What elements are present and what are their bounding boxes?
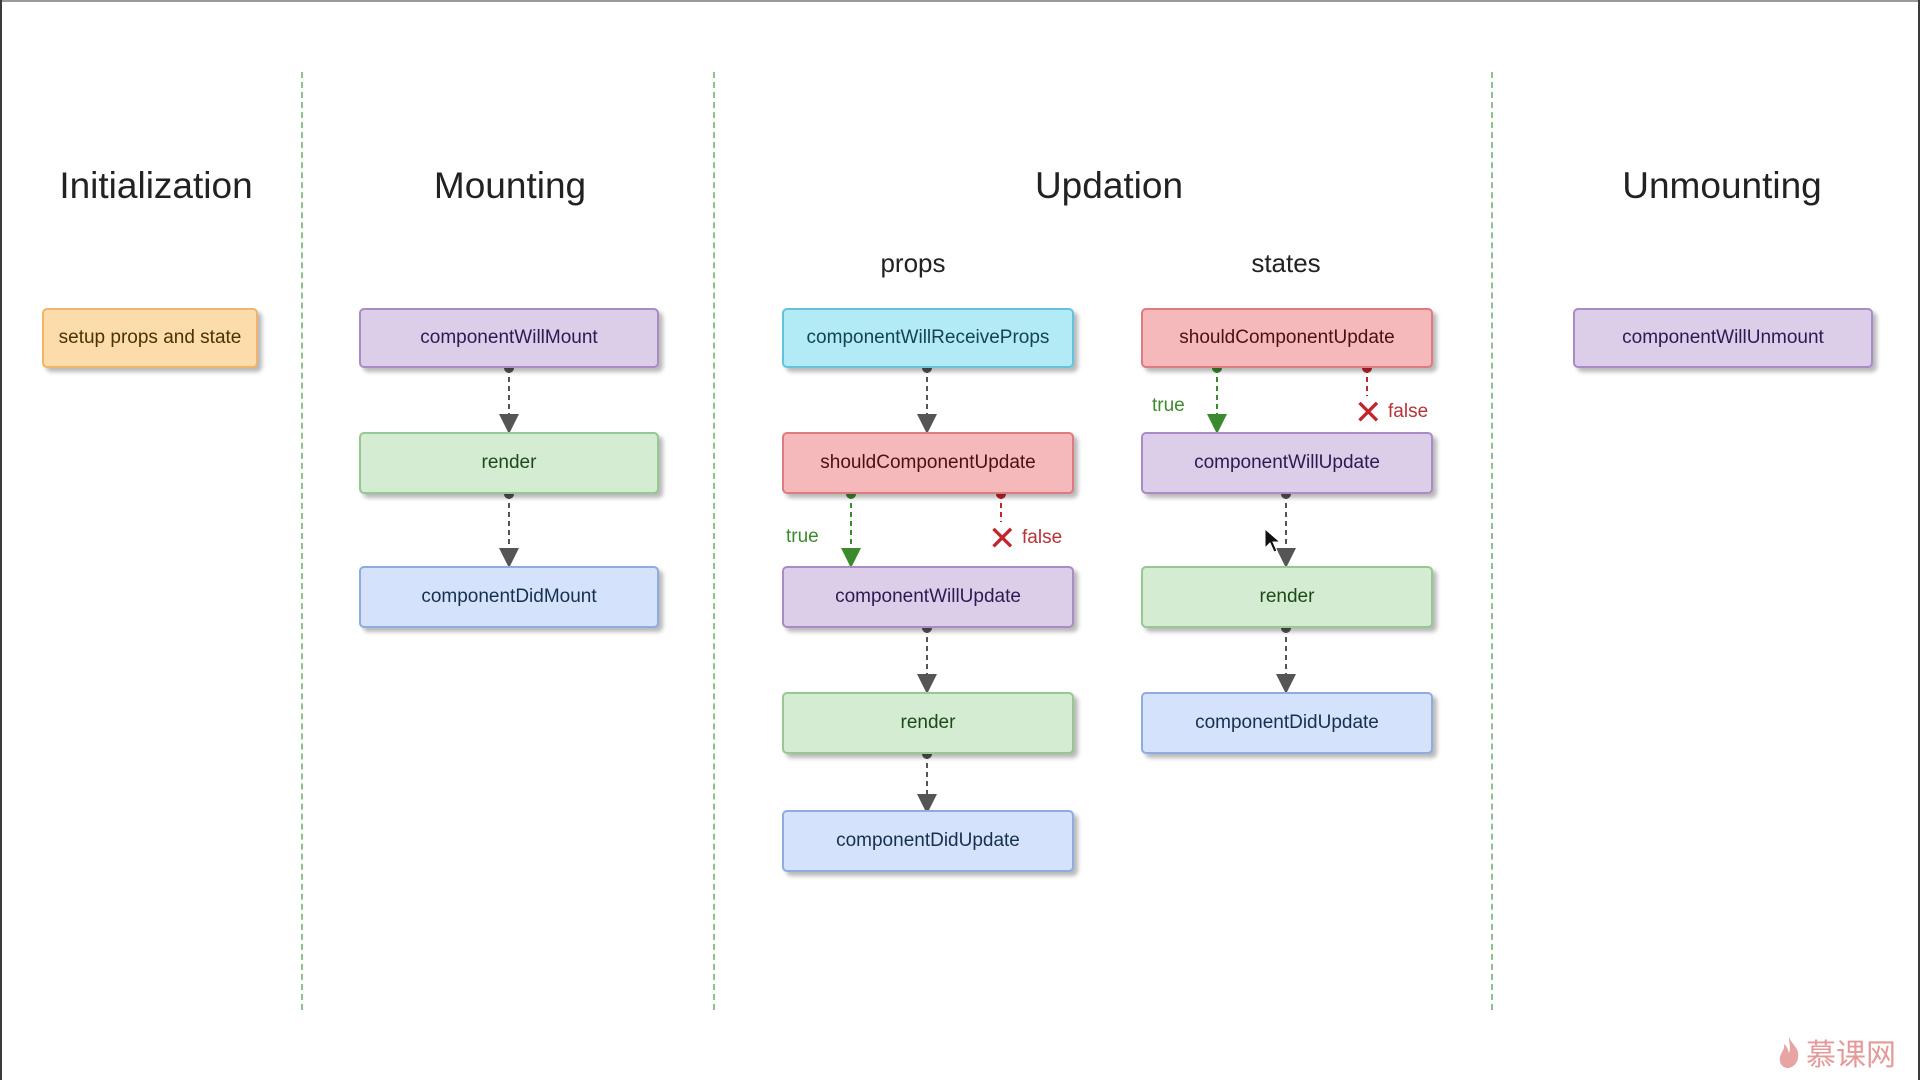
label-props-false: false <box>1022 527 1063 548</box>
phase-title-mounting: Mounting <box>433 165 587 206</box>
label-states-false: false <box>1388 401 1429 422</box>
divider-mount-update <box>713 72 715 1010</box>
box-mount-render: render <box>359 432 659 494</box>
box-states-render: render <box>1141 566 1433 628</box>
box-mount-component-did-mount: componentDidMount <box>359 566 659 628</box>
frame-left-edge <box>0 0 2 1080</box>
arrow-props-will-to-render <box>917 623 937 694</box>
arrow-props-receive-to-should <box>917 363 937 434</box>
arrow-states-true <box>1207 363 1227 434</box>
subphase-title-states: states <box>1251 248 1321 278</box>
mouse-cursor-icon <box>1264 528 1282 553</box>
box-setup-props-and-state: setup props and state <box>42 308 258 368</box>
phase-title-updation: Updation <box>1034 165 1184 206</box>
false-x-icon: ✕ <box>988 520 1017 558</box>
box-states-component-will-update: componentWillUpdate <box>1141 432 1433 494</box>
label-states-true: true <box>1152 395 1185 416</box>
label-props-true: true <box>786 526 819 547</box>
frame-top-edge <box>0 0 1920 2</box>
arrow-states-render-to-did <box>1276 623 1296 694</box>
subphase-title-props: props <box>880 248 946 278</box>
divider-update-unmount <box>1491 72 1493 1010</box>
box-props-component-will-update: componentWillUpdate <box>782 566 1074 628</box>
watermark: 慕课网 <box>1776 1030 1896 1074</box>
frame-right-edge <box>1918 0 1920 1080</box>
box-props-render: render <box>782 692 1074 754</box>
arrow-states-will-to-render <box>1276 489 1296 568</box>
box-props-component-will-receive-props: componentWillReceiveProps <box>782 308 1074 368</box>
false-x-icon: ✕ <box>1354 394 1383 432</box>
box-props-component-did-update: componentDidUpdate <box>782 810 1074 872</box>
divider-init-mount <box>301 72 303 1010</box>
arrow-props-render-to-did <box>917 749 937 814</box>
flame-icon <box>1779 1037 1799 1068</box>
box-states-component-did-update: componentDidUpdate <box>1141 692 1433 754</box>
arrow-mount-will-to-render <box>499 363 519 434</box>
arrow-mount-render-to-did <box>499 489 519 568</box>
box-mount-component-will-mount: componentWillMount <box>359 308 659 368</box>
phase-title-initialization: Initialization <box>59 165 253 206</box>
box-props-should-component-update: shouldComponentUpdate <box>782 432 1074 494</box>
box-states-should-component-update: shouldComponentUpdate <box>1141 308 1433 368</box>
watermark-text: 慕课网 <box>1806 1038 1896 1073</box>
arrow-props-true <box>841 489 861 568</box>
phase-title-unmounting: Unmounting <box>1622 165 1822 206</box>
box-component-will-unmount: componentWillUnmount <box>1573 308 1873 368</box>
